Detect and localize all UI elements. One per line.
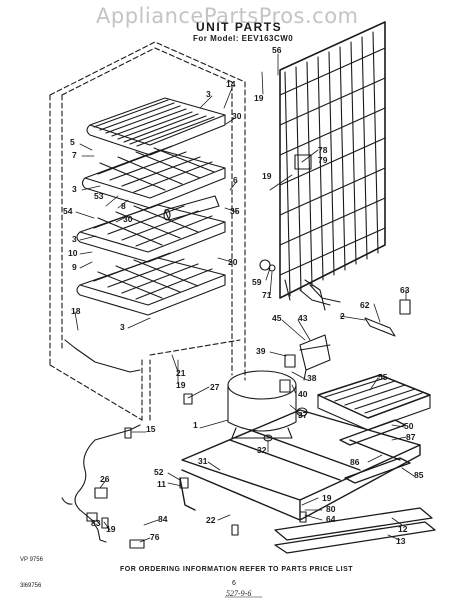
watermark-text: AppliancePartsPros.com bbox=[96, 4, 359, 28]
ordering-info-note: FOR ORDERING INFORMATION REFER TO PARTS … bbox=[120, 566, 354, 573]
callout-78: 78 bbox=[318, 145, 328, 155]
callout-10: 10 bbox=[68, 248, 78, 258]
callout-56: 56 bbox=[272, 45, 282, 55]
callout-5: 5 bbox=[70, 137, 75, 147]
callout-26: 26 bbox=[100, 474, 110, 484]
handwritten-date: 527-9-6 bbox=[226, 589, 252, 598]
callout-12: 12 bbox=[398, 524, 408, 534]
callout-3: 3 bbox=[72, 184, 77, 194]
callout-31: 31 bbox=[198, 456, 208, 466]
callout-30: 30 bbox=[232, 111, 242, 121]
base-rails bbox=[274, 419, 436, 554]
callout-19: 19 bbox=[262, 171, 272, 181]
callout-3: 3 bbox=[120, 322, 125, 332]
corner-code-top: VP 9756 bbox=[20, 557, 43, 563]
callout-20: 20 bbox=[228, 257, 238, 267]
callout-62: 62 bbox=[360, 300, 370, 310]
callout-6: 6 bbox=[233, 175, 238, 185]
callout-63: 63 bbox=[400, 285, 410, 295]
callout-3: 3 bbox=[72, 234, 77, 244]
callout-80: 80 bbox=[326, 504, 336, 514]
callout-86: 86 bbox=[350, 457, 360, 467]
callout-37: 37 bbox=[298, 410, 308, 420]
page-number: 6 bbox=[232, 580, 236, 587]
callout-9: 9 bbox=[72, 262, 77, 272]
callout-38: 38 bbox=[307, 373, 317, 383]
callout-1: 1 bbox=[193, 420, 198, 430]
leader-lines bbox=[74, 53, 415, 543]
compressor bbox=[227, 370, 297, 439]
callout-14: 14 bbox=[226, 79, 236, 89]
callout-45: 45 bbox=[272, 313, 282, 323]
callout-83: 83 bbox=[91, 518, 101, 528]
callout-55: 55 bbox=[378, 372, 388, 382]
callout-76: 76 bbox=[150, 532, 160, 542]
cabinet-outline bbox=[49, 41, 246, 421]
small-hardware bbox=[86, 154, 411, 549]
callout-84: 84 bbox=[158, 514, 168, 524]
callout-71: 71 bbox=[262, 290, 272, 300]
callout-18: 18 bbox=[71, 306, 81, 316]
callout-7: 7 bbox=[72, 150, 77, 160]
callout-39: 39 bbox=[256, 346, 266, 356]
callout-19: 19 bbox=[254, 93, 264, 103]
compressor-base-frame bbox=[179, 409, 421, 521]
callout-30: 30 bbox=[123, 214, 133, 224]
page-title: UNIT PARTS bbox=[196, 20, 283, 34]
callout-13: 13 bbox=[396, 536, 406, 546]
callout-87: 87 bbox=[406, 432, 416, 442]
callout-64: 64 bbox=[326, 514, 336, 524]
callout-19: 19 bbox=[322, 493, 332, 503]
callout-79: 79 bbox=[318, 155, 328, 165]
callout-85: 85 bbox=[414, 470, 424, 480]
accumulator bbox=[163, 195, 220, 221]
callout-11: 11 bbox=[157, 479, 166, 489]
model-subtitle: For Model: EEV163CW0 bbox=[193, 34, 294, 43]
callout-21: 21 bbox=[176, 368, 186, 378]
callout-27: 27 bbox=[210, 382, 220, 392]
callout-52: 52 bbox=[154, 467, 164, 477]
callout-50: 50 bbox=[404, 421, 414, 431]
callout-3: 3 bbox=[206, 89, 211, 99]
callout-54: 54 bbox=[63, 206, 73, 216]
callout-59: 59 bbox=[252, 277, 262, 287]
condenser-coil bbox=[279, 21, 386, 306]
evaporator-shelf-4 bbox=[76, 252, 226, 316]
drain-pan bbox=[317, 374, 431, 431]
evaporator-shelf-3 bbox=[76, 199, 226, 263]
drain-tube bbox=[64, 339, 141, 373]
callout-40: 40 bbox=[298, 389, 308, 399]
callout-19: 19 bbox=[106, 524, 116, 534]
evaporator-shelf-2 bbox=[81, 145, 226, 209]
callout-32: 32 bbox=[257, 445, 267, 455]
callout-19: 19 bbox=[176, 380, 186, 390]
callout-53: 53 bbox=[94, 191, 104, 201]
callout-35: 35 bbox=[230, 206, 240, 216]
corner-code-bottom: 3l69756 bbox=[20, 583, 42, 589]
callout-2: 2 bbox=[340, 311, 345, 321]
power-cord bbox=[61, 424, 141, 543]
callout-8: 8 bbox=[121, 201, 126, 211]
callout-22: 22 bbox=[206, 515, 216, 525]
evaporator-shelf-1 bbox=[86, 97, 226, 156]
callout-43: 43 bbox=[298, 313, 308, 323]
callout-15: 15 bbox=[146, 424, 156, 434]
